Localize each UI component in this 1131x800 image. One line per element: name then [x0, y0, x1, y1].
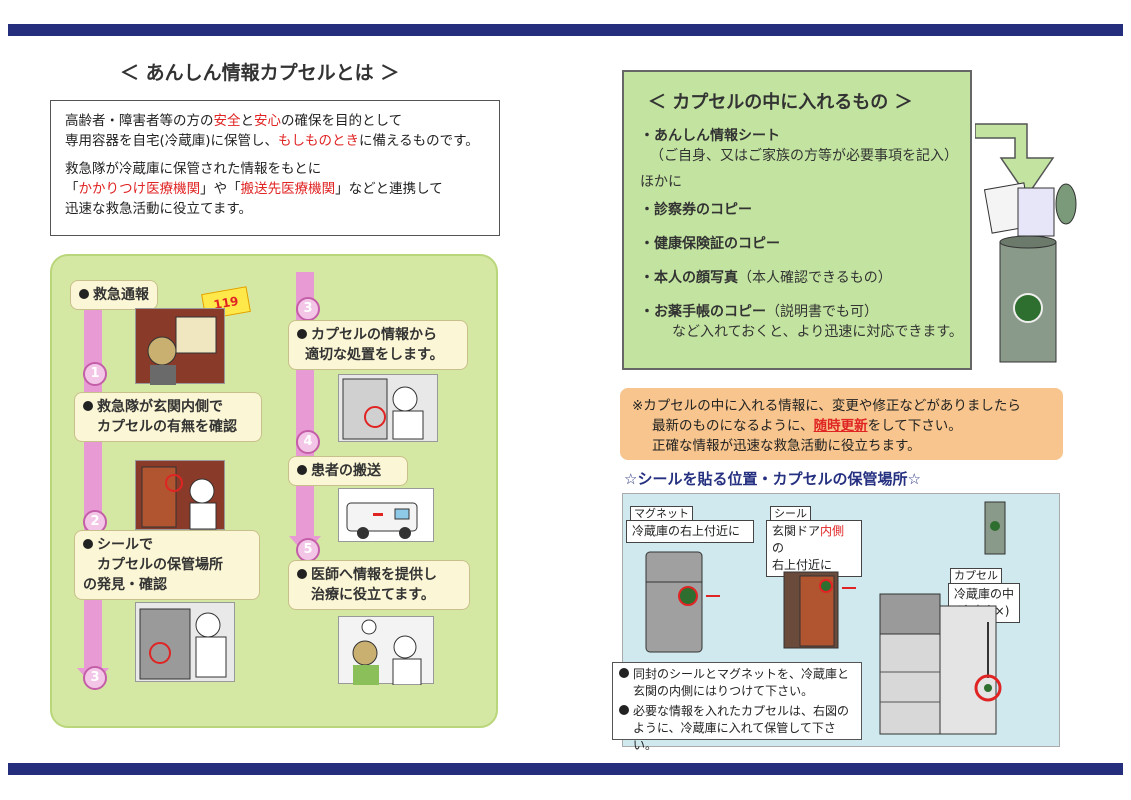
note-2: 必要な情報を入れたカプセルは、右図の: [619, 703, 855, 720]
magnet-location: 冷蔵庫の右上付近に: [626, 520, 754, 543]
left-title: ＜ あんしん情報カプセルとは ＞: [120, 62, 400, 84]
item-insurance-card: ・健康保険証のコピー: [640, 236, 780, 252]
capsule-info-illustration: [338, 374, 438, 442]
item-medicine-notebook: ・お薬手帳のコピー（説明書でも可）: [640, 304, 878, 320]
bullet-icon: [297, 569, 307, 579]
item-other-label: ほかに: [640, 174, 682, 190]
item-footer-note: など入れておくと、より迅速に対応できます。: [672, 324, 963, 340]
item-photo: ・本人の顔写真（本人確認できるもの）: [640, 270, 892, 286]
intro-paragraph-2: 救急隊が冷蔵庫に保管された情報をもとに 「かかりつけ医療機関」や「搬送先医療機関…: [65, 161, 443, 217]
intro-paragraph-1: 高齢者・障害者等の方の安全と安心の確保を目的として 専用容器を自宅(冷蔵庫)に保…: [65, 113, 479, 149]
contents-title: ＜ カプセルの中に入れるもの ＞: [648, 92, 913, 113]
step-number-5: 5: [296, 538, 320, 562]
doctor-illustration: [338, 616, 434, 686]
seal-location: 玄関ドア内側の 右上付近に: [766, 520, 862, 577]
step-2: シールで カプセルの保管場所 の発見・確認: [74, 530, 260, 600]
step-number-3: 3: [296, 297, 320, 321]
bullet-icon: [83, 539, 93, 549]
contents-list: ・あんしん情報シート （ご自身、又はご家族の方等が必要事項を記入） ほかに ・診…: [640, 125, 963, 341]
step-1: 救急隊が玄関内側で カプセルの有無を確認: [74, 392, 262, 442]
door-seal-illustration: [780, 568, 870, 650]
small-capsule-icon: [982, 498, 1008, 558]
capsule-container-illustration: [978, 168, 1078, 368]
notice-line-1: ※カプセルの中に入れる情報に、変更や修正などがありましたら: [632, 398, 1021, 414]
step-4: 患者の搬送: [288, 456, 408, 486]
notice-line-3: 正確な情報が迅速な救急活動に役立ちます。: [652, 438, 921, 454]
phone-call-illustration: [135, 308, 225, 385]
placement-title: ☆シールを貼る位置・カプセルの保管場所☆: [624, 470, 921, 488]
step-5: 医師へ情報を提供し 治療に役立てます。: [288, 560, 470, 610]
placement-notes: 同封のシールとマグネットを、冷蔵庫と 玄関の内側にはりつけて下さい。 必要な情報…: [612, 662, 862, 752]
bullet-icon: [619, 705, 629, 715]
intro-box: 高齢者・障害者等の方の安全と安心の確保を目的として 専用容器を自宅(冷蔵庫)に保…: [50, 100, 500, 236]
insert-arrow: [974, 96, 1055, 276]
notice-line-2: 最新のものになるように、随時更新をして下さい。: [652, 418, 962, 434]
note-1: 同封のシールとマグネットを、冷蔵庫と: [619, 666, 855, 683]
top-band: [8, 24, 1123, 36]
step-emergency-call: 救急通報: [70, 280, 158, 310]
step-3: カプセルの情報から 適切な処置をします。: [288, 320, 468, 370]
open-fridge-illustration: [876, 592, 1006, 740]
flow-arrow-left: [84, 300, 102, 668]
fridge-magnet-illustration: [640, 548, 722, 656]
item-anshin-sheet: ・あんしん情報シート: [640, 128, 780, 144]
contents-panel: [622, 70, 972, 370]
bullet-icon: [83, 401, 93, 411]
seal-tag: シール: [770, 506, 811, 522]
note-1-line-2: 玄関の内側にはりつけて下さい。: [633, 684, 814, 698]
update-notice: ※カプセルの中に入れる情報に、変更や修正などがありましたら 最新のものになるよう…: [620, 388, 1063, 460]
bullet-icon: [297, 329, 307, 339]
item-consultation-card: ・診察券のコピー: [640, 202, 752, 218]
item-anshin-sheet-note: （ご自身、又はご家族の方等が必要事項を記入）: [650, 148, 958, 164]
step-number-1: 1: [83, 362, 107, 386]
step-number-3-left: 3: [83, 666, 107, 690]
capsule-tag: カプセル: [950, 568, 1002, 584]
note-2-line-2: ように、冷蔵庫に入れて保管して下さい。: [633, 721, 836, 752]
entrance-illustration: [135, 460, 225, 530]
bullet-icon: [297, 465, 307, 475]
bullet-icon: [79, 289, 89, 299]
fridge-check-illustration: [135, 602, 235, 682]
bullet-icon: [619, 668, 629, 678]
bottom-band: [8, 763, 1123, 775]
ambulance-illustration: [338, 488, 434, 542]
step-number-4: 4: [296, 430, 320, 454]
